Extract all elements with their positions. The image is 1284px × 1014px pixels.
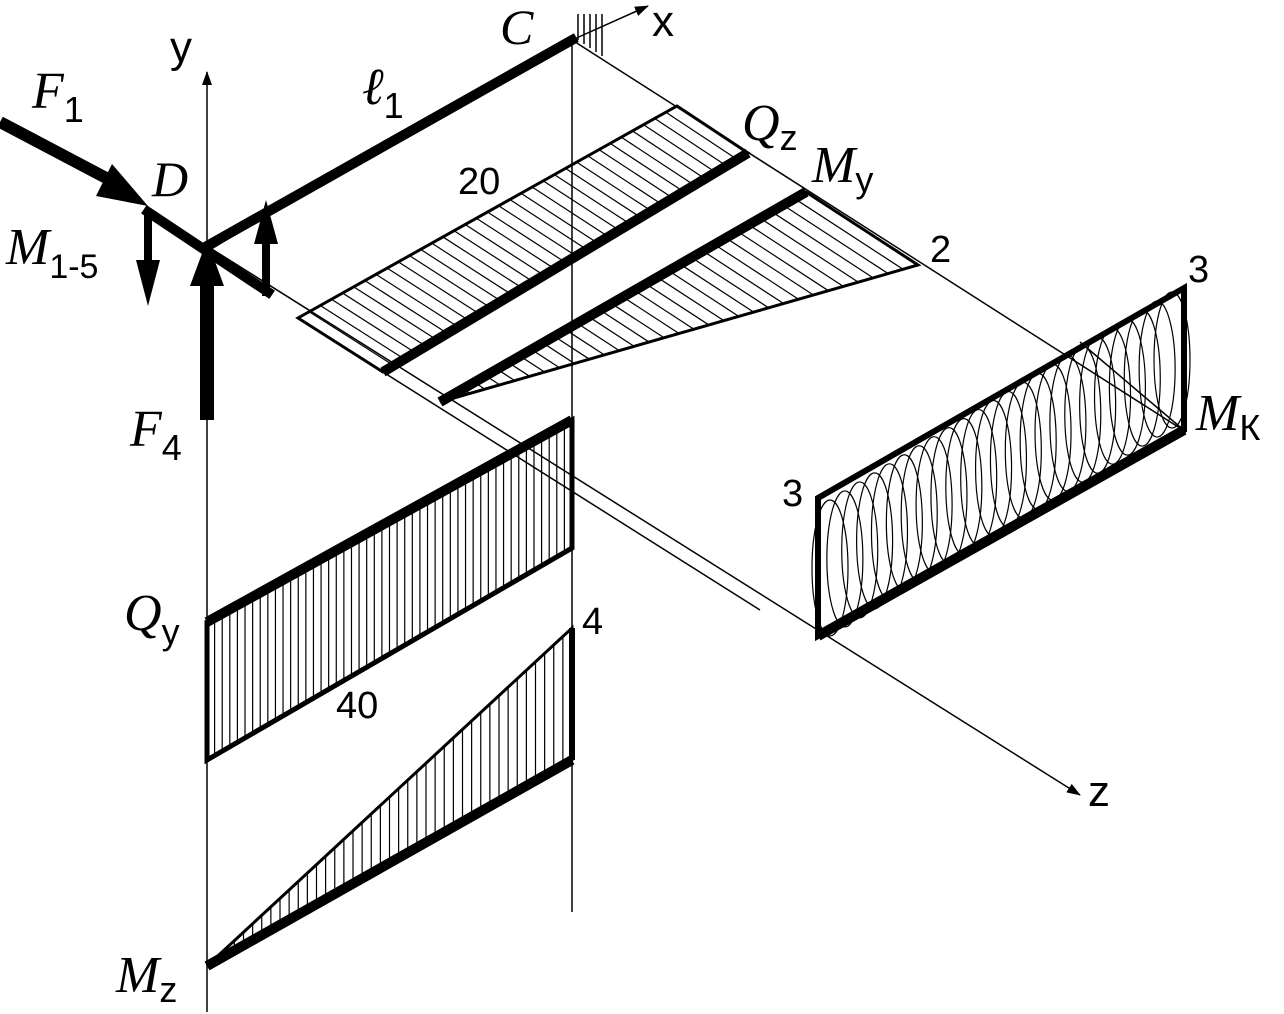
value-40-label: 40 [336, 685, 378, 727]
moment-m15-down-arrow [136, 212, 160, 306]
diag-mz-label: Mz [115, 947, 177, 1010]
axis-x-label: x [652, 0, 674, 46]
point-d-label: D [151, 151, 188, 207]
mk-diagram [811, 282, 1191, 642]
length-l1-label: ℓ1 [362, 59, 404, 126]
my-diagram [437, 187, 922, 407]
mz-diagram [204, 624, 575, 971]
diag-mk-label: MК [1195, 385, 1260, 448]
value-3-top-label: 3 [1188, 249, 1209, 291]
point-c-label: C [500, 0, 534, 55]
axis-y-label: y [170, 23, 192, 72]
moment-m15-up-arrow [254, 200, 278, 292]
force-f4-arrow [190, 240, 224, 420]
qz-diagram [295, 104, 751, 377]
diag-qy-label: Qy [124, 585, 180, 652]
moment-m15-label: M1-5 [5, 219, 98, 286]
axis-z-label: z [1088, 767, 1110, 816]
force-f1-label: F1 [31, 63, 84, 130]
value-20-label: 20 [458, 161, 500, 203]
value-3-left-label: 3 [782, 473, 803, 515]
value-2-label: 2 [930, 229, 951, 271]
diag-qz-label: Qz [742, 95, 798, 158]
guide-line-c-mk [571, 39, 1187, 433]
z-axis-line [206, 245, 1081, 796]
support-c-hatch [577, 14, 603, 56]
diag-my-label: My [811, 137, 873, 200]
force-f4-label: F4 [129, 401, 182, 468]
force-f1-arrow [0, 116, 148, 206]
value-4-label: 4 [582, 601, 603, 643]
qy-diagram [204, 415, 575, 765]
